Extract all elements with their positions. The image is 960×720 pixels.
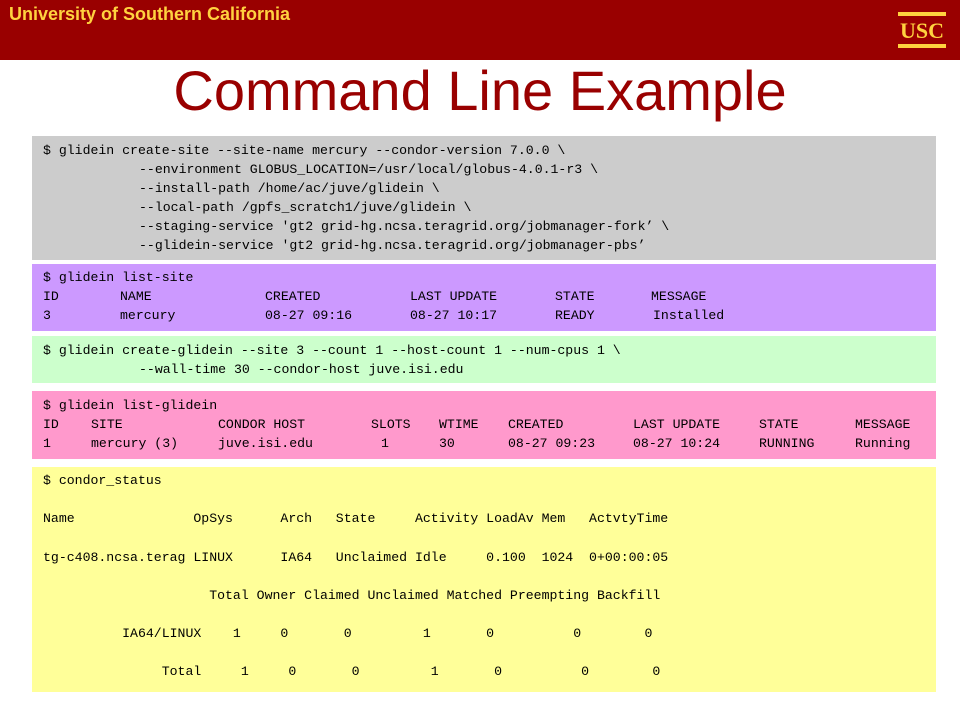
table-cell: 08-27 09:16 bbox=[265, 308, 353, 323]
list-site-output-block: $ glidein list-site ID NAME CREATED LAST… bbox=[32, 264, 936, 331]
table-row: 1 mercury (3) juve.isi.edu 1 30 08-27 09… bbox=[43, 434, 936, 453]
table-cell: 3 bbox=[43, 308, 51, 323]
column-header: CREATED bbox=[508, 417, 564, 432]
command-line: --wall-time 30 --condor-host juve.isi.ed… bbox=[139, 362, 464, 377]
usc-logo: USC bbox=[896, 10, 948, 50]
column-header: LAST UPDATE bbox=[410, 289, 498, 304]
table-cell: READY bbox=[555, 308, 595, 323]
university-header-bar: University of Southern California USC bbox=[0, 0, 960, 60]
column-header: CREATED bbox=[265, 289, 321, 304]
command-line: $ glidein list-glidein bbox=[43, 398, 218, 413]
table-header-row: ID SITE CONDOR HOST SLOTS WTIME CREATED … bbox=[43, 415, 936, 434]
column-header: SLOTS bbox=[371, 417, 411, 432]
column-header: NAME bbox=[120, 289, 152, 304]
column-header: SITE bbox=[91, 417, 123, 432]
summary-arch-line: IA64/LINUX 1 0 0 1 0 0 0 bbox=[43, 626, 653, 642]
column-header: MESSAGE bbox=[651, 289, 707, 304]
column-header: WTIME bbox=[439, 417, 479, 432]
table-cell: Installed bbox=[653, 308, 725, 323]
column-header: ID bbox=[43, 417, 59, 432]
column-header: STATE bbox=[555, 289, 595, 304]
command-line: $ glidein create-glidein --site 3 --coun… bbox=[43, 343, 621, 358]
slide-title: Command Line Example bbox=[173, 59, 787, 122]
status-header-line: Name OpSys Arch State Activity LoadAv Me… bbox=[43, 511, 669, 527]
command-line: --environment GLOBUS_LOCATION=/usr/local… bbox=[139, 162, 598, 177]
table-cell: juve.isi.edu bbox=[218, 436, 313, 451]
condor-status-output-block: $ condor_status Name OpSys Arch State Ac… bbox=[32, 467, 936, 692]
command-line: $ condor_status bbox=[43, 473, 162, 488]
column-header: STATE bbox=[759, 417, 799, 432]
usc-logo-text: USC bbox=[900, 18, 944, 43]
command-line: --install-path /home/ac/juve/glidein \ bbox=[139, 181, 440, 196]
create-glidein-command-block: $ glidein create-glidein --site 3 --coun… bbox=[32, 336, 936, 383]
column-header: MESSAGE bbox=[855, 417, 911, 432]
create-site-command-block: $ glidein create-site --site-name mercur… bbox=[32, 136, 936, 260]
command-line: --local-path /gpfs_scratch1/juve/glidein… bbox=[139, 200, 472, 215]
university-name: University of Southern California bbox=[9, 4, 291, 24]
command-line: $ glidein create-site --site-name mercur… bbox=[43, 143, 566, 158]
table-cell: 08-27 10:17 bbox=[410, 308, 498, 323]
list-glidein-output-block: $ glidein list-glidein ID SITE CONDOR HO… bbox=[32, 391, 936, 459]
status-machine-line: tg-c408.ncsa.terag LINUX IA64 Unclaimed … bbox=[43, 549, 669, 565]
table-cell: 1 bbox=[43, 436, 51, 451]
table-cell: 08-27 10:24 bbox=[633, 436, 721, 451]
table-cell: 1 bbox=[381, 436, 389, 451]
command-line: --glidein-service 'gt2 grid-hg.ncsa.tera… bbox=[139, 238, 646, 253]
column-header: LAST UPDATE bbox=[633, 417, 721, 432]
table-cell: RUNNING bbox=[759, 436, 815, 451]
table-cell: mercury (3) bbox=[91, 436, 179, 451]
column-header: ID bbox=[43, 289, 59, 304]
table-cell: mercury bbox=[120, 308, 176, 323]
table-cell: Running bbox=[855, 436, 911, 451]
table-cell: 30 bbox=[439, 436, 455, 451]
summary-total-line: Total 1 0 0 1 0 0 0 bbox=[43, 664, 661, 680]
column-header: CONDOR HOST bbox=[218, 417, 306, 432]
table-header-row: ID NAME CREATED LAST UPDATE STATE MESSAG… bbox=[43, 287, 936, 306]
command-line: --staging-service 'gt2 grid-hg.ncsa.tera… bbox=[139, 219, 670, 234]
table-cell: 08-27 09:23 bbox=[508, 436, 596, 451]
summary-header-line: Total Owner Claimed Unclaimed Matched Pr… bbox=[43, 587, 661, 603]
command-line: $ glidein list-site bbox=[43, 270, 194, 285]
table-row: 3 mercury 08-27 09:16 08-27 10:17 READY … bbox=[43, 306, 936, 325]
